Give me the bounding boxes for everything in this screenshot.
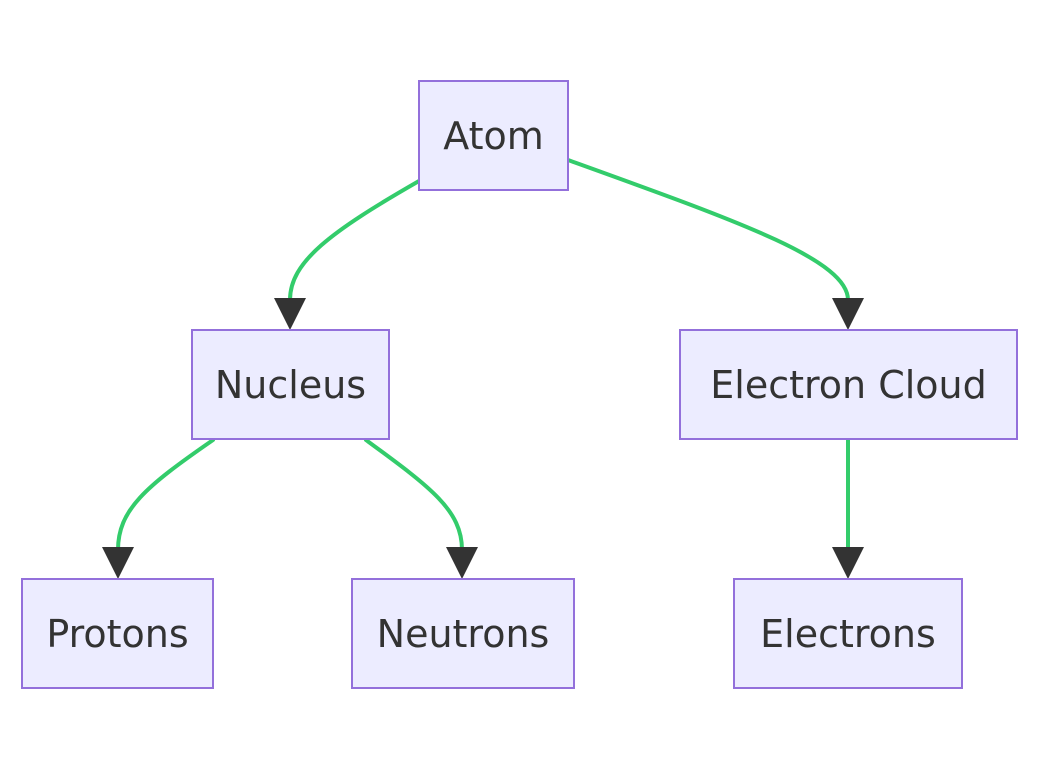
edge-nucleus-to-neutrons	[364, 438, 464, 552]
arrow-head-neutrons	[446, 547, 478, 579]
node-protons-box	[21, 578, 214, 689]
arrow-head-nucleus	[274, 298, 306, 330]
arrow-head-electron-cloud	[832, 298, 864, 330]
node-nucleus-label: Nucleus	[215, 363, 366, 407]
edges	[116, 158, 850, 552]
node-electrons-label: Electrons	[760, 612, 936, 656]
node-nucleus[interactable]: Nucleus	[191, 329, 390, 440]
node-electrons-box	[733, 578, 963, 689]
edge-atom-to-nucleus	[288, 179, 421, 302]
node-protons-label: Protons	[46, 612, 188, 656]
node-neutrons-box	[351, 578, 575, 689]
node-electrons[interactable]: Electrons	[733, 578, 963, 689]
node-neutrons-label: Neutrons	[377, 612, 550, 656]
node-neutrons[interactable]: Neutrons	[351, 578, 575, 689]
node-electron-cloud-box	[679, 329, 1018, 440]
node-electron-cloud[interactable]: Electron Cloud	[679, 329, 1018, 440]
node-nucleus-box	[191, 329, 390, 440]
node-atom-label: Atom	[443, 114, 544, 158]
node-atom[interactable]: Atom	[418, 80, 569, 191]
edge-atom-to-electron-cloud	[566, 158, 850, 302]
arrow-head-electrons	[832, 547, 864, 579]
edge-nucleus-to-protons	[116, 438, 215, 552]
node-electron-cloud-label: Electron Cloud	[710, 363, 986, 407]
arrow-heads	[102, 298, 864, 579]
arrow-head-protons	[102, 547, 134, 579]
node-atom-box	[418, 80, 569, 191]
node-protons[interactable]: Protons	[21, 578, 214, 689]
